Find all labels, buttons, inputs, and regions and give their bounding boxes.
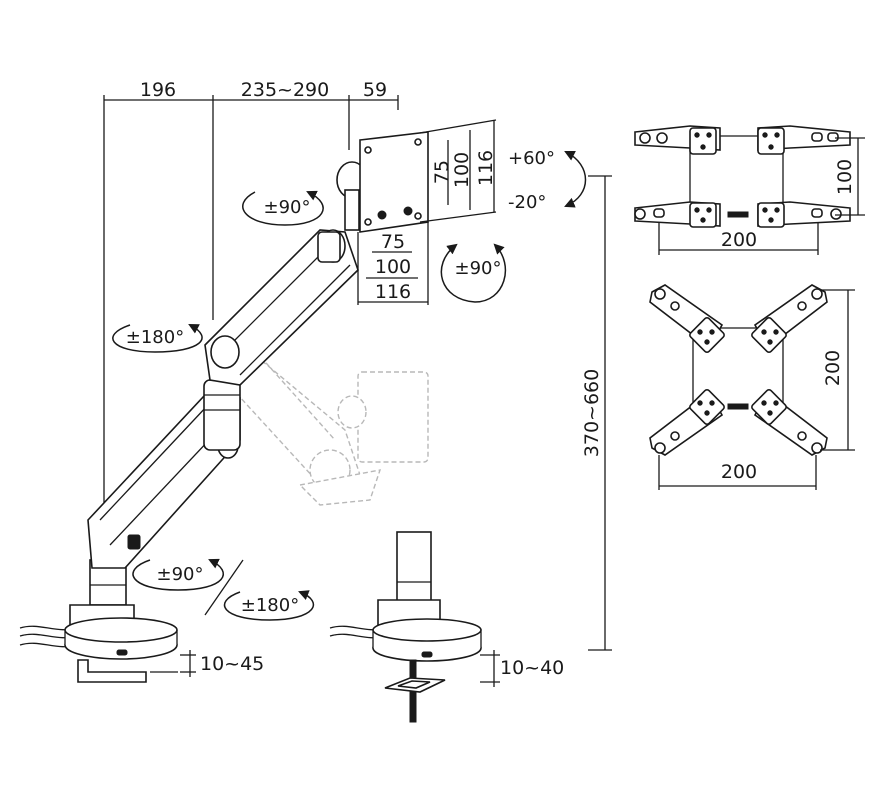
rotate-arrow-icon — [440, 243, 506, 303]
vesa-v-100-label: 100 — [451, 152, 473, 188]
tilt-down-label: -20° — [508, 192, 546, 213]
tilt-arrow-icon — [564, 151, 587, 208]
grommet-base — [329, 531, 482, 723]
grommet-range-label: 10~40 — [500, 657, 564, 679]
reach-head-label: 59 — [363, 79, 387, 101]
rotate-label: ±90° — [455, 258, 502, 279]
height-dimension — [588, 175, 612, 651]
vesa-plate — [359, 131, 429, 233]
base-swivel-90-arrow-icon — [132, 558, 224, 591]
base-swivel-180-label: ±180° — [241, 595, 299, 616]
adapter-top-dimensions — [658, 137, 865, 255]
head-swivel-label: ±90° — [264, 197, 311, 218]
adapter-top-height-label: 100 — [834, 159, 856, 195]
upper-arm — [204, 229, 359, 386]
tilt-up-label: +60° — [508, 148, 555, 169]
base-swivel-90-label: ±90° — [157, 564, 204, 585]
head-swivel-arrow-icon — [242, 190, 324, 226]
adapter-bottom-dimensions — [658, 289, 855, 490]
clamp-base — [19, 559, 178, 683]
adapter-plate-200x200 — [649, 284, 828, 456]
adapter-bottom-height-label: 200 — [822, 350, 844, 386]
reach-arm-label: 235~290 — [241, 79, 329, 101]
clamp-range-label: 10~45 — [200, 653, 264, 675]
adapter-plate-100x200 — [634, 125, 851, 228]
adapter-top-width-label: 200 — [721, 229, 757, 251]
vesa-h-116-label: 116 — [375, 281, 411, 303]
arm-swivel-arrow-icon — [112, 324, 203, 353]
vesa-h-75-label: 75 — [381, 231, 405, 253]
grommet-range-dimension — [480, 650, 500, 687]
base-swivel-divider — [204, 559, 244, 616]
reach-dimension-lines — [103, 95, 399, 510]
rotate-annotation — [440, 243, 506, 303]
arm-swivel-label: ±180° — [126, 327, 184, 348]
reach-base-label: 196 — [140, 79, 176, 101]
vesa-h-100-label: 100 — [375, 256, 411, 278]
vesa-vertical-dimensions — [419, 119, 497, 223]
vesa-v-75-label: 75 — [431, 160, 453, 184]
ghost-arm-position — [223, 328, 429, 506]
vesa-horizontal-dimensions — [357, 222, 429, 305]
vesa-v-116-label: 116 — [475, 150, 497, 186]
elbow-joint — [203, 379, 241, 451]
height-range-label: 370~660 — [581, 369, 603, 457]
clamp-range-dimension — [180, 650, 196, 677]
adapter-bottom-width-label: 200 — [721, 461, 757, 483]
base-swivel-180-arrow-icon — [223, 590, 314, 621]
